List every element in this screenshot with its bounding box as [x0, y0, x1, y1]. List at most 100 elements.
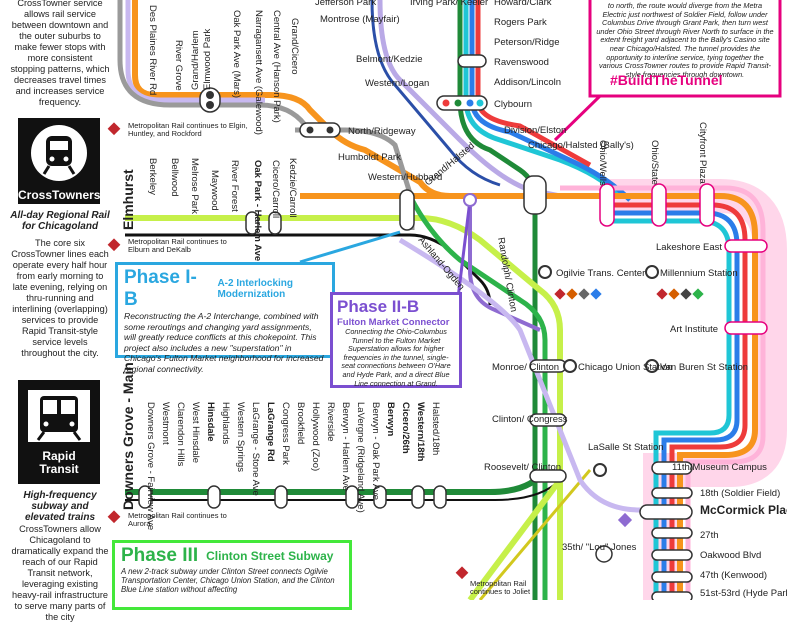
station-marker-lou-jones[interactable] [595, 545, 613, 563]
phase-ib-leader [299, 230, 401, 264]
station-marker-kenwood[interactable] [651, 571, 693, 583]
station-dot [206, 101, 214, 109]
label-kenwood: 47th (Kenwood) [700, 570, 767, 581]
station-marker-ravenswood[interactable] [457, 54, 487, 68]
station-dot [476, 99, 484, 107]
phase-iii-heading: Phase III Clinton Street Subway [121, 545, 343, 567]
dg-label-berwyn: Berwyn [385, 402, 396, 437]
station-marker-millennium[interactable] [645, 265, 659, 279]
crosstowners-icon-box [18, 118, 100, 188]
label-western-hubbard: Western/Hubbard [368, 172, 442, 183]
label-montrose: Montrose (Mayfair) [320, 14, 400, 25]
rapid-title-line1: Rapid [42, 449, 76, 463]
label-ohio-wells: Ohio/Wells [597, 140, 608, 186]
label-ravenswood: Ravenswood [494, 57, 549, 68]
purple-line-north [377, 0, 561, 199]
dg-label-brookfield: Brookfield [295, 402, 306, 444]
label-ohio-state: Ohio/State [649, 140, 660, 185]
dg-label-hollywood-zoo: Hollywood (Zoo) [310, 402, 321, 471]
station-dot [454, 99, 462, 107]
dg-station-pill[interactable] [373, 485, 387, 509]
label-van-buren: Van Buren St Station [660, 362, 748, 373]
lavender-south [398, 237, 641, 513]
label-roosevelt-clinton: Roosevelt/ Clinton [484, 462, 561, 473]
station-marker-lasalle[interactable] [593, 463, 607, 477]
dg-station-pill[interactable] [345, 485, 359, 509]
station-marker-ohio-state[interactable] [651, 183, 667, 227]
label-cityfront: Cityfront Plaza [697, 122, 708, 184]
phase-iib-subtitle: Fulton Market Connector [337, 317, 450, 328]
station-marker-ogilvie[interactable] [538, 265, 552, 279]
crosstowners-text: The core six CrossTowner lines each oper… [11, 238, 109, 358]
station-marker-cityfront[interactable] [699, 183, 715, 227]
label-western-logan: Western/Logan [365, 78, 429, 89]
station-marker-lakeshore-east[interactable] [724, 239, 768, 253]
transit-map: Des Plaines River Rd River Grove Grand/H… [107, 0, 787, 600]
label-art-institute: Art Institute [670, 324, 718, 335]
label-monroe-clinton: Monroe/ Clinton [492, 362, 559, 373]
intro-text: CrossTowner service allows rail service … [10, 0, 110, 107]
phase-iii-title: Phase III [121, 545, 199, 566]
dg-station-pill[interactable] [411, 485, 425, 509]
station-marker-27th[interactable] [651, 527, 693, 539]
station-marker-clybourn[interactable] [436, 95, 488, 111]
station-marker-grand-harlem[interactable] [199, 87, 221, 113]
rapid-transit-subtitle: High-frequency subway and elevated train… [23, 490, 97, 523]
phase-iib-box: Phase II-B Fulton Market Connector Conne… [330, 292, 462, 388]
label-bellwood: Bellwood [169, 158, 180, 197]
dg-label-riverside: Riverside [325, 402, 336, 442]
label-addison-lincoln: Addison/Lincoln [494, 77, 561, 88]
dg-station-pill[interactable] [274, 485, 288, 509]
label-chicago-halsted: Chicago/Halsted (Bally's) [528, 140, 634, 151]
label-division-elston: Division/Elston [504, 125, 566, 136]
subway-train-icon [28, 390, 90, 442]
phase-ib-box: Phase I-B A-2 Interlocking Modernization… [115, 262, 335, 374]
station-marker-museum-campus[interactable] [651, 461, 693, 475]
label-museum-campus: 11th/Museum Campus [672, 462, 767, 473]
dg-station-pill[interactable] [138, 485, 152, 509]
elmhurst-station-pill[interactable] [268, 211, 282, 235]
station-dot [442, 99, 450, 107]
station-marker-mccormick[interactable] [639, 504, 693, 520]
station-marker-soldier-field[interactable] [651, 487, 693, 499]
label-27th: 27th [700, 530, 719, 541]
station-marker-roosevelt-clinton[interactable] [529, 469, 567, 483]
station-marker-western-hubbard[interactable] [399, 189, 415, 231]
lakefront-blue [600, 210, 740, 600]
station-dot [326, 126, 334, 134]
dg-label-highlands: Highlands [220, 402, 231, 444]
label-lakeshore-east: Lakeshore East [656, 242, 722, 253]
metro-note-elburn: Metropolitan Rail continues to Elburn an… [128, 237, 227, 254]
orange-line [132, 0, 560, 199]
tunnel-callout-leader [588, 0, 782, 98]
station-marker-chicago-halsted[interactable] [523, 175, 547, 215]
dg-label-berwyn-oak-park: Berwyn - Oak Park Ave [370, 402, 381, 500]
station-marker-hyde-park[interactable] [651, 591, 693, 600]
darkblue-line-north [370, 0, 501, 187]
station-marker-art-institute[interactable] [724, 321, 768, 335]
elmhurst-station-pill[interactable] [245, 211, 259, 235]
tunnel-callout-text: to north, the route would diverge from t… [596, 1, 774, 79]
label-lasalle: LaSalle St Station [588, 442, 664, 453]
label-irving-park: Irving Park/ Keeler [410, 0, 488, 8]
label-river-forest: River Forest [229, 160, 240, 212]
station-marker-clinton-congress[interactable] [529, 413, 567, 427]
green-line-clinton [407, 194, 548, 600]
station-marker-north-ridgeway[interactable] [299, 122, 341, 138]
train-icon [31, 125, 87, 181]
station-dot [306, 126, 314, 134]
grey-line-branch [295, 127, 415, 230]
station-marker-chicago-union[interactable] [563, 359, 577, 373]
station-marker-oakwood[interactable] [651, 549, 693, 561]
dg-label-berwyn-harlem: Berwyn - Harlem Ave [340, 402, 351, 491]
dg-station-pill[interactable] [433, 485, 447, 509]
dg-station-pill[interactable] [207, 485, 221, 509]
label-oakwood: Oakwood Blvd [700, 550, 761, 561]
station-dot [206, 91, 214, 99]
station-marker-ohio-wells[interactable] [599, 183, 615, 227]
station-marker-van-buren[interactable] [645, 359, 659, 373]
label-peterson-ridge: Peterson/Ridge [494, 37, 559, 48]
station-marker-grand-halsted[interactable] [463, 193, 477, 207]
phase-iib-leader [456, 199, 472, 299]
phase-ib-text: Reconstructing the A-2 Interchange, comb… [124, 311, 324, 374]
